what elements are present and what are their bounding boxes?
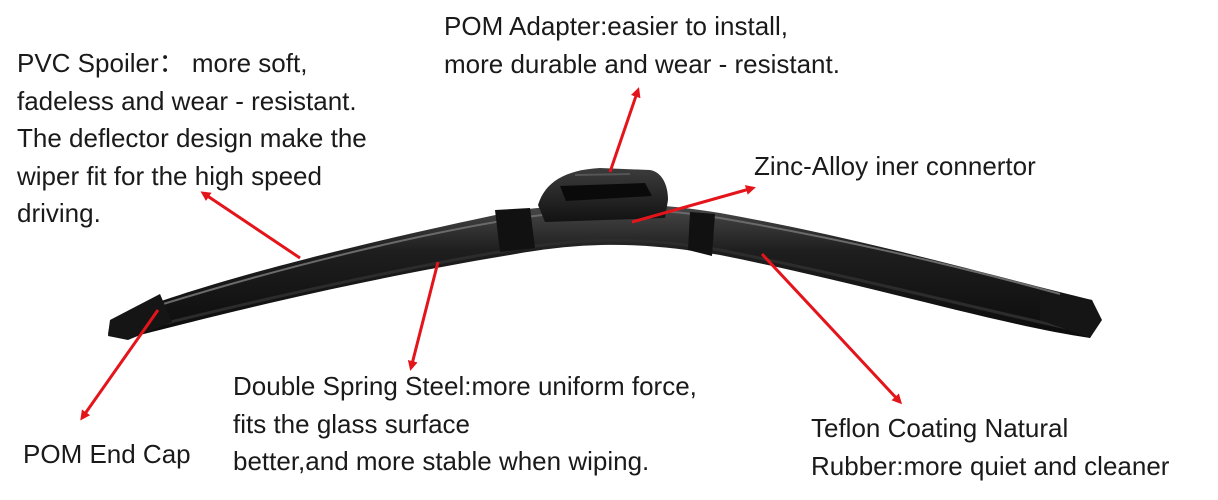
pvc-spoiler-label: PVC Spoiler： more soft, fadeless and wea… (17, 48, 367, 228)
double-spring-steel-arrow (407, 261, 440, 371)
zinc-alloy-label: Zinc-Alloy iner connertor (754, 151, 1036, 181)
pom-end-cap-arrow (80, 309, 160, 421)
annotation-arrows (80, 87, 903, 421)
teflon-coating-arrow (760, 252, 903, 405)
pom-end-cap-label: POM End Cap (23, 439, 191, 469)
teflon-coating-label: Teflon Coating Natural Rubber:more quiet… (811, 413, 1170, 481)
pom-adapter-shape (538, 168, 668, 222)
double-spring-steel-label: Double Spring Steel:more uniform force, … (233, 371, 697, 476)
zinc-alloy-arrow (631, 185, 756, 224)
blade-lower-edge (129, 238, 1086, 334)
center-clip (495, 208, 535, 252)
blade-body (108, 203, 1100, 338)
wiper-blade (108, 203, 1102, 340)
left-end-cap-shape (108, 294, 172, 340)
pvc-spoiler-arrow (200, 191, 301, 260)
pom-adapter-label: POM Adapter:easier to install, more dura… (444, 11, 840, 79)
pom-adapter-arrow (608, 87, 641, 173)
right-end-cap-shape (1040, 292, 1102, 338)
